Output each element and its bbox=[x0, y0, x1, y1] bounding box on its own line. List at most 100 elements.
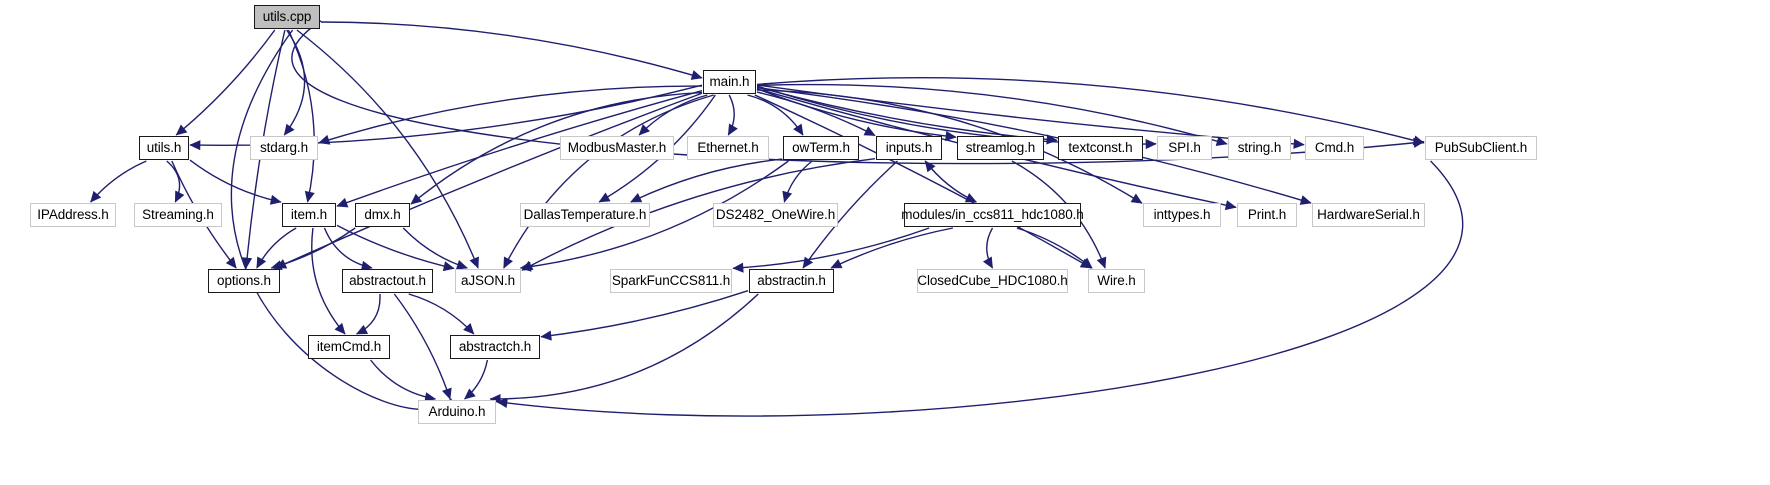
edge-arrowhead bbox=[945, 131, 957, 142]
edge-arrowhead bbox=[90, 190, 102, 203]
graph-node-dallastemperature-h[interactable]: DallasTemperature.h bbox=[520, 203, 650, 227]
graph-node-spi-h[interactable]: SPI.h bbox=[1157, 136, 1212, 160]
edge-arrowhead bbox=[269, 194, 282, 205]
graph-node-ajson-h[interactable]: aJSON.h bbox=[455, 269, 521, 293]
graph-node-ds2482-onewire-h[interactable]: DS2482_OneWire.h bbox=[713, 203, 838, 227]
graph-node-utils-cpp[interactable]: utils.cpp bbox=[254, 5, 320, 29]
graph-node-abstractch-h[interactable]: abstractch.h bbox=[450, 335, 540, 359]
edge-arrowhead bbox=[463, 323, 475, 335]
edge-arrowhead bbox=[540, 330, 552, 341]
edge-arrowhead bbox=[225, 256, 237, 269]
edge-arrowhead bbox=[521, 260, 534, 271]
edge-arrowhead bbox=[189, 140, 201, 151]
graph-node-item-h[interactable]: item.h bbox=[282, 203, 336, 227]
edge-arrowhead bbox=[469, 256, 479, 269]
edge-arrowhead bbox=[1299, 195, 1312, 205]
edge-arrowhead bbox=[334, 322, 346, 335]
edge bbox=[630, 158, 783, 203]
graph-node-hardwareserial-h[interactable]: HardwareSerial.h bbox=[1312, 203, 1425, 227]
graph-node-abstractout-h[interactable]: abstractout.h bbox=[342, 269, 433, 293]
edge bbox=[756, 83, 1228, 145]
edge-arrowhead bbox=[1293, 138, 1305, 149]
graph-node-sparkfunccs811-h[interactable]: SparkFunCCS811.h bbox=[610, 269, 732, 293]
graph-node-in-ccs811-hdc1080-h[interactable]: modules/in_ccs811_hdc1080.h bbox=[901, 203, 1084, 227]
edge-arrowhead bbox=[793, 123, 804, 136]
edge bbox=[287, 29, 315, 203]
edge-arrowhead bbox=[174, 190, 185, 203]
graph-node-modbusmaster-h[interactable]: ModbusMaster.h bbox=[560, 136, 674, 160]
edge bbox=[393, 293, 451, 400]
graph-node-owterm-h[interactable]: owTerm.h bbox=[783, 136, 859, 160]
graph-node-wire-h[interactable]: Wire.h bbox=[1088, 269, 1145, 293]
edge-arrowhead bbox=[782, 190, 793, 203]
edge-arrowhead bbox=[410, 193, 423, 205]
graph-node-streaming-h[interactable]: Streaming.h bbox=[134, 203, 222, 227]
graph-node-main-h[interactable]: main.h bbox=[703, 70, 756, 94]
edge-arrowhead bbox=[1130, 193, 1143, 204]
edge bbox=[732, 227, 930, 269]
edge-arrowhead bbox=[732, 262, 744, 273]
edge bbox=[296, 29, 479, 269]
edge-arrowhead bbox=[283, 123, 295, 136]
edge bbox=[408, 293, 475, 335]
edge-arrowhead bbox=[464, 388, 476, 400]
edge-arrowhead bbox=[727, 123, 738, 136]
graph-node-arduino-h[interactable]: Arduino.h bbox=[418, 400, 496, 424]
edge bbox=[410, 91, 703, 205]
edge bbox=[490, 293, 759, 400]
graph-node-abstractin-h[interactable]: abstractin.h bbox=[749, 269, 834, 293]
edge-arrowhead bbox=[442, 261, 455, 272]
graph-node-string-h[interactable]: string.h bbox=[1228, 136, 1291, 160]
graph-node-itemcmd-h[interactable]: itemCmd.h bbox=[308, 335, 390, 359]
graph-node-ethernet-h[interactable]: Ethernet.h bbox=[687, 136, 769, 160]
edge bbox=[638, 94, 708, 136]
graph-node-options-h[interactable]: options.h bbox=[208, 269, 280, 293]
edge-arrowhead bbox=[1096, 256, 1107, 269]
graph-node-streamlog-h[interactable]: streamlog.h bbox=[957, 136, 1044, 160]
graph-node-utils-h[interactable]: utils.h bbox=[139, 136, 189, 160]
edge bbox=[356, 293, 381, 335]
graph-node-cmd-h[interactable]: Cmd.h bbox=[1305, 136, 1364, 160]
edge-arrowhead bbox=[1145, 139, 1157, 150]
edge-arrowhead bbox=[830, 259, 843, 269]
edge bbox=[402, 227, 468, 269]
graph-node-dmx-h[interactable]: dmx.h bbox=[355, 203, 410, 227]
edge bbox=[756, 88, 957, 138]
graph-node-ipaddress-h[interactable]: IPAddress.h bbox=[30, 203, 116, 227]
edge-arrowhead bbox=[1215, 136, 1228, 146]
edge-arrowhead bbox=[630, 192, 643, 203]
edge bbox=[370, 359, 436, 400]
edge-arrowhead bbox=[1224, 200, 1237, 211]
edge-arrowhead bbox=[863, 126, 876, 136]
edge bbox=[756, 87, 1312, 204]
edge bbox=[802, 160, 898, 269]
graph-node-inttypes-h[interactable]: inttypes.h bbox=[1143, 203, 1221, 227]
edge-arrowhead bbox=[1080, 257, 1093, 269]
edge bbox=[520, 160, 789, 269]
edge-arrowhead bbox=[355, 324, 369, 335]
graph-node-closedcube-hdc1080-h[interactable]: ClosedCube_HDC1080.h bbox=[917, 269, 1068, 293]
edge-arrowhead bbox=[442, 387, 452, 400]
edge-arrowhead bbox=[336, 197, 349, 208]
edge bbox=[275, 92, 703, 269]
edge-arrowhead bbox=[318, 134, 331, 145]
edge bbox=[496, 160, 1464, 417]
edge bbox=[320, 21, 703, 79]
graph-node-print-h[interactable]: Print.h bbox=[1237, 203, 1297, 227]
edge bbox=[754, 94, 1092, 269]
edge-arrowhead bbox=[690, 70, 703, 80]
edge-arrowhead bbox=[175, 124, 188, 136]
edge bbox=[521, 158, 876, 271]
graph-node-stdarg-h[interactable]: stdarg.h bbox=[250, 136, 318, 160]
edge-arrowhead bbox=[304, 190, 315, 203]
edge bbox=[311, 227, 346, 335]
graph-node-pubsubclient-h[interactable]: PubSubClient.h bbox=[1425, 136, 1537, 160]
edge-arrowhead bbox=[598, 192, 611, 203]
graph-node-textconst-h[interactable]: textconst.h bbox=[1058, 136, 1143, 160]
edge-arrowhead bbox=[496, 397, 508, 409]
edge bbox=[540, 290, 749, 338]
graph-node-inputs-h[interactable]: inputs.h bbox=[876, 136, 942, 160]
edge bbox=[336, 90, 703, 207]
edge bbox=[323, 227, 373, 269]
